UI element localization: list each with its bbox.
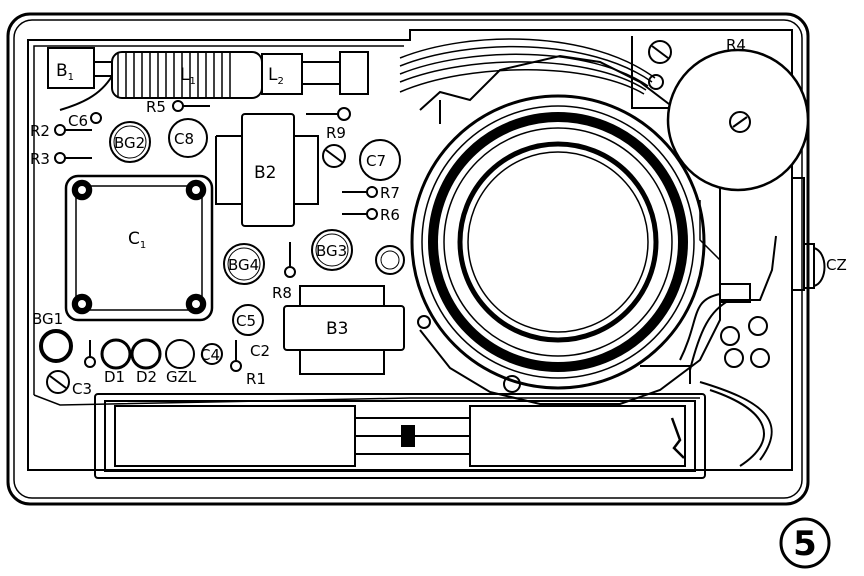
- label-c2: C2: [250, 342, 270, 360]
- component-labels: B1 L1 L2 R4 R5 R2 R3 C6 BG2 C8 B2 R9 C7 …: [30, 36, 847, 398]
- svg-text:L2: L2: [268, 65, 284, 87]
- label-c7: C7: [366, 152, 386, 170]
- label-gzl: GZL: [166, 368, 197, 386]
- label-c1: C: [128, 229, 140, 249]
- components: [39, 100, 405, 394]
- label-l2: L: [268, 65, 278, 85]
- capacitor-c1: [64, 174, 214, 322]
- label-r8: R8: [272, 284, 292, 302]
- label-c4: C4: [200, 346, 220, 364]
- label-c5: C5: [236, 312, 256, 330]
- label-r2: R2: [30, 122, 50, 140]
- label-r6: R6: [380, 206, 400, 224]
- coil-assembly: [47, 47, 369, 111]
- label-b1-sub: 1: [68, 72, 74, 83]
- label-r5: R5: [146, 98, 166, 116]
- label-b2: B2: [254, 163, 276, 183]
- label-b1: B: [56, 61, 68, 81]
- label-c6: C6: [68, 112, 88, 130]
- svg-text:B1: B1: [56, 61, 74, 83]
- label-d2: D2: [136, 368, 157, 386]
- figure-number: 5: [779, 517, 831, 569]
- label-bg1: BG1: [32, 310, 63, 328]
- label-d1: D1: [104, 368, 125, 386]
- label-r1: R1: [246, 370, 266, 388]
- label-bg2: BG2: [114, 134, 145, 152]
- label-l1-sub: 1: [189, 76, 195, 87]
- label-c3: C3: [72, 380, 92, 398]
- transformer-b3: [283, 285, 405, 375]
- label-cz: CZ: [826, 256, 847, 274]
- figure-number-text: 5: [793, 524, 817, 564]
- svg-text:L1: L1: [180, 65, 196, 87]
- label-c1-sub: 1: [140, 240, 146, 251]
- potentiometer-r4: [631, 36, 810, 301]
- transformer-b2: [215, 113, 319, 227]
- label-r4: R4: [726, 36, 746, 54]
- label-bg3: BG3: [316, 242, 347, 260]
- wire-bundle: [399, 38, 672, 95]
- jack-area: [640, 177, 826, 467]
- svg-text:C1: C1: [128, 229, 146, 251]
- speaker: [410, 54, 721, 405]
- battery-compartment: [94, 393, 706, 479]
- label-b3: B3: [326, 319, 348, 339]
- label-bg4: BG4: [228, 256, 259, 274]
- label-r9: R9: [326, 124, 346, 142]
- label-r7: R7: [380, 184, 400, 202]
- label-l1: L: [180, 65, 190, 85]
- label-c8: C8: [174, 130, 194, 148]
- label-r3: R3: [30, 150, 50, 168]
- label-l2-sub: 2: [277, 76, 283, 87]
